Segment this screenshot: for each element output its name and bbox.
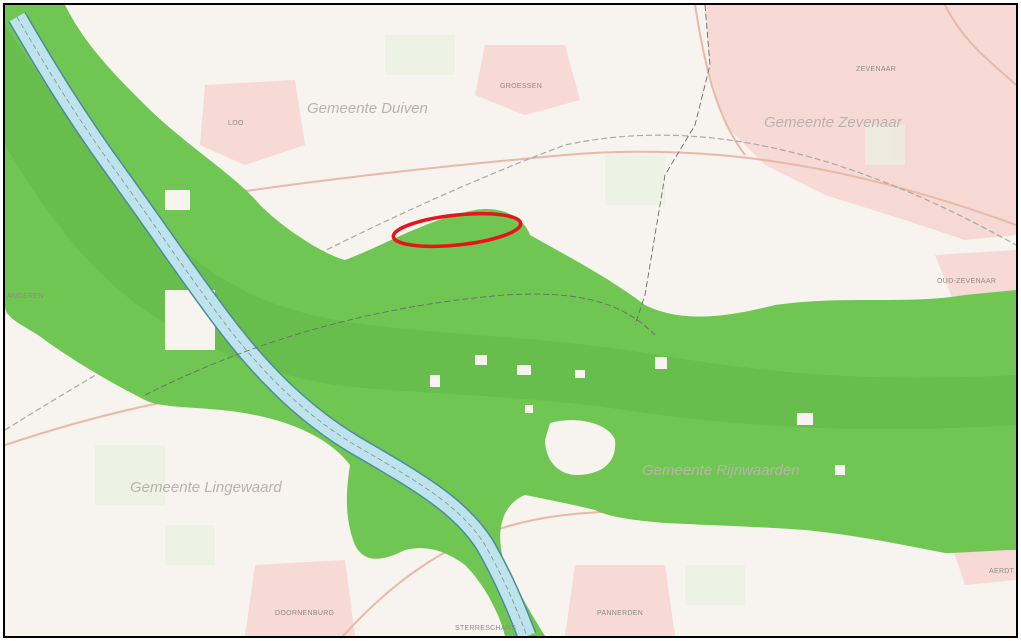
- label-groessen: GROESSEN: [500, 83, 542, 90]
- municipal-boundary: [144, 5, 711, 396]
- highlight-ellipse: [391, 211, 523, 249]
- map-frame: Gemeente Duiven Gemeente Zevenaar Gemeen…: [3, 3, 1018, 638]
- label-oud-zevenaar: OUD-ZEVENAAR: [937, 278, 996, 285]
- field-parcels: [95, 35, 905, 605]
- label-sterreschans: STERRESCHANS: [455, 625, 516, 632]
- map-canvas[interactable]: Gemeente Duiven Gemeente Zevenaar Gemeen…: [5, 5, 1016, 636]
- label-gemeente-duiven: Gemeente Duiven: [307, 100, 428, 117]
- label-doornenburg: DOORNENBURG: [275, 610, 334, 617]
- label-angeren: ANGEREN: [7, 293, 44, 300]
- label-gemeente-zevenaar: Gemeente Zevenaar: [764, 114, 903, 131]
- river: [8, 11, 537, 636]
- label-zevenaar: ZEVENAAR: [856, 66, 896, 73]
- label-gemeente-rijnwaarden: Gemeente Rijnwaarden: [642, 462, 800, 479]
- label-pannerden: PANNERDEN: [597, 610, 643, 617]
- label-gemeente-lingewaard: Gemeente Lingewaard: [130, 479, 282, 496]
- label-aerdt: AERDT: [989, 568, 1015, 575]
- label-loo: LOO: [228, 120, 244, 127]
- flood-zone: [5, 5, 1016, 636]
